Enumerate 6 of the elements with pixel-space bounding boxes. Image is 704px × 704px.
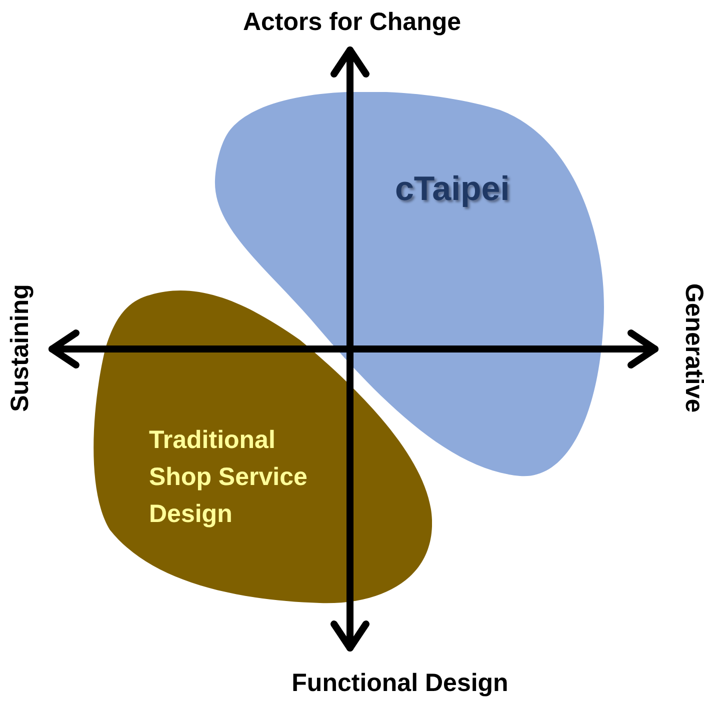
axis-label: Actors for Change [242,7,462,38]
axis-label: Functional Design [290,668,510,699]
region-label: Traditional Shop Service Design [149,425,308,530]
region-label: cTaipei [395,169,510,210]
axis-label: Sustaining [5,283,35,414]
axis-label: Generative [679,282,704,415]
